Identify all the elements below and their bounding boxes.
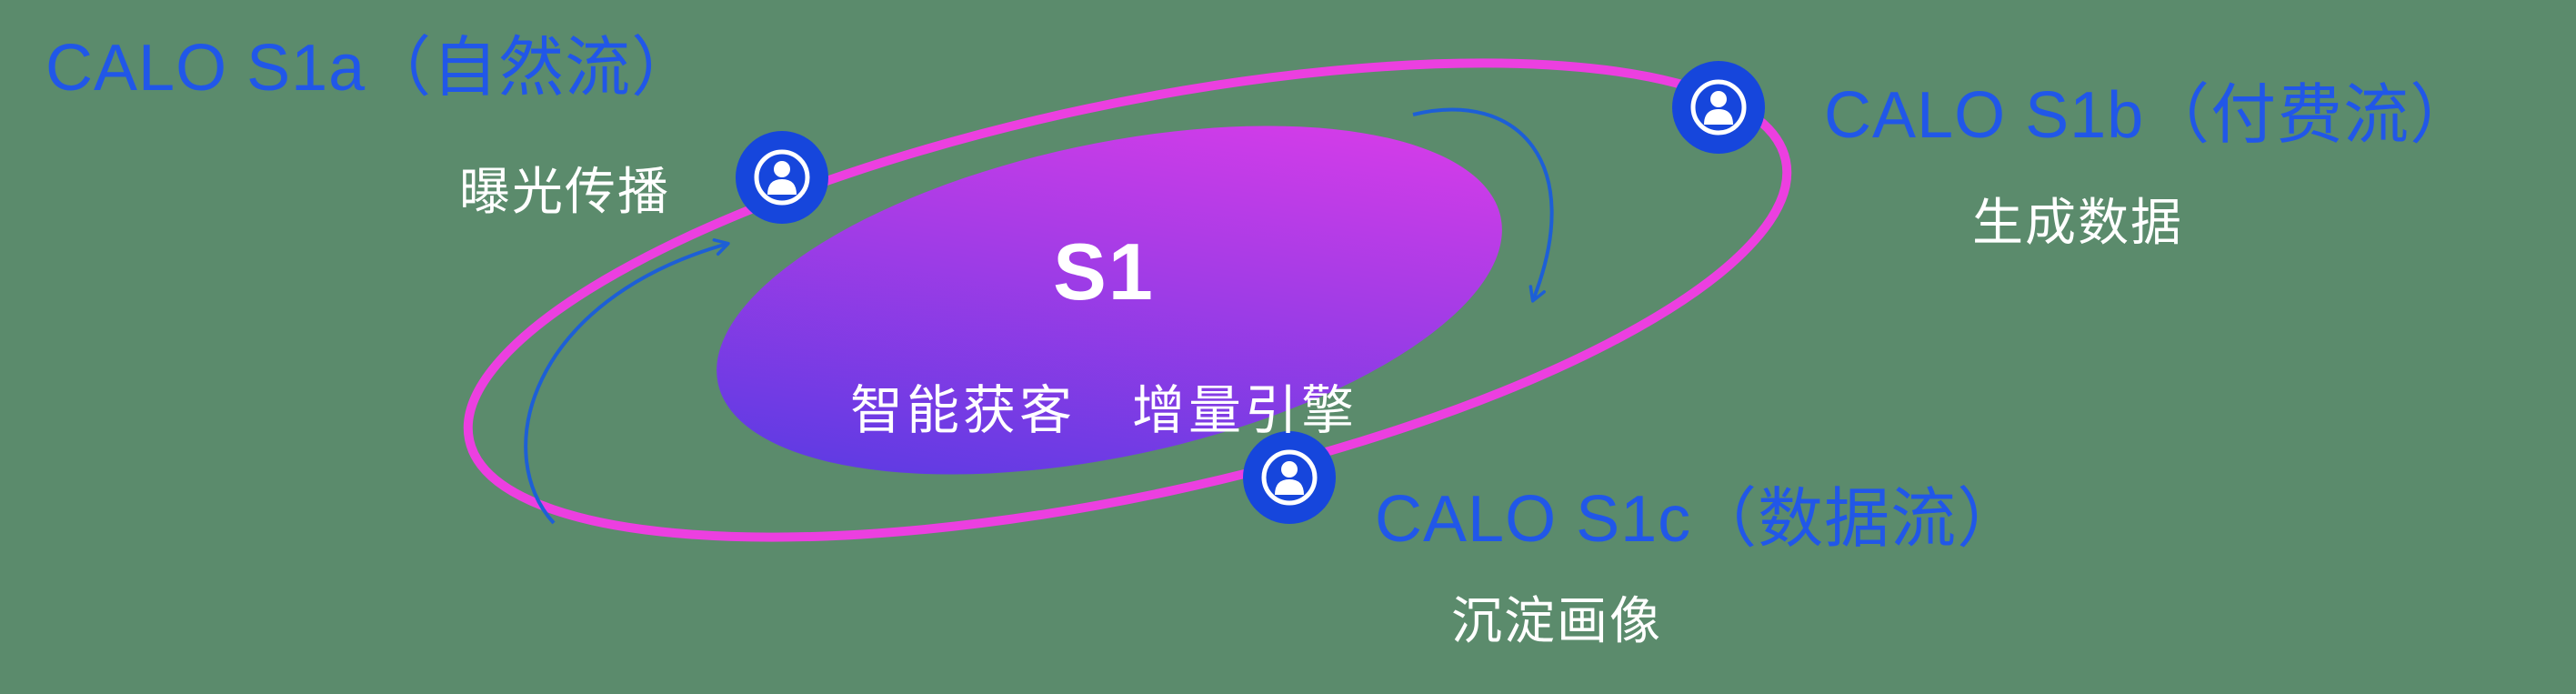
core-title: S1 [1053, 226, 1155, 317]
sublabel-s1b: 生成数据 [1972, 194, 2183, 251]
label-s1c: CALO S1c（数据流） [1375, 483, 2024, 556]
node-s1b-person-icon [1672, 61, 1765, 154]
flow-arrow-right [1412, 107, 1554, 303]
flow-arrow-left [524, 238, 730, 525]
core-ellipse [717, 126, 1502, 475]
sublabel-s1a: 曝光传播 [459, 163, 670, 220]
sublabel-s1c: 沉淀画像 [1451, 592, 1662, 649]
core-subtitle: 智能获客 增量引擎 [849, 381, 1358, 440]
core-text-block: S1 智能获客 增量引擎 [850, 193, 1358, 477]
label-s1b: CALO S1b（付费流） [1824, 79, 2477, 152]
label-s1a: CALO S1a（自然流） [45, 32, 698, 105]
orbit-ring [463, 58, 1792, 542]
node-s1a-person-icon [736, 131, 828, 224]
